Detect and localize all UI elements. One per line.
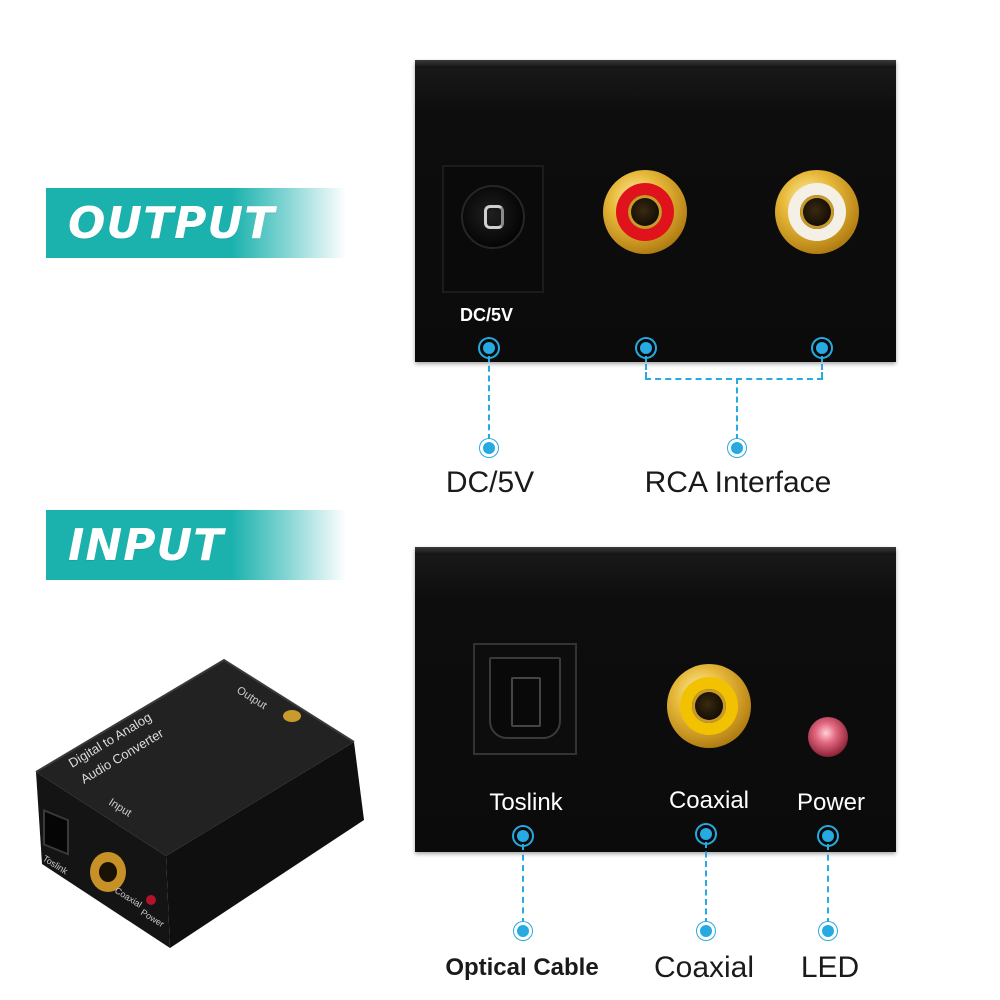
caption-led: LED (800, 951, 860, 984)
callout-line-led (827, 844, 829, 924)
callout-line-rca-center (736, 378, 738, 440)
callout-bracket-rca (645, 378, 823, 380)
panel-label-power: Power (796, 789, 866, 816)
dc-panel-label: DC/5V (460, 305, 514, 325)
output-section-title: OUTPUT (68, 197, 276, 249)
callout-dot-coaxial-bottom (697, 922, 715, 940)
callout-dot-led-top (819, 827, 837, 845)
device-power-led (146, 895, 156, 905)
callout-line-coaxial (705, 842, 707, 924)
callout-dot-led-bottom (819, 922, 837, 940)
coaxial-jack (667, 664, 751, 748)
panel-label-toslink: Toslink (489, 789, 563, 816)
caption-rca-interface: RCA Interface (644, 466, 832, 499)
rca-jack-red (603, 170, 687, 254)
rca-white-core (800, 195, 834, 229)
coaxial-insulator (680, 677, 738, 735)
rca-jack-white (775, 170, 859, 254)
rca-red-core (628, 195, 662, 229)
callout-line-rca-right (821, 356, 823, 378)
panel-top-edge (415, 60, 896, 68)
callout-dot-rca-right (813, 339, 831, 357)
callout-dot-rca-left (637, 339, 655, 357)
power-led (808, 717, 848, 757)
dc-jack-pin (484, 205, 504, 229)
toslink-dust-door (511, 677, 541, 727)
device-coaxial-core (99, 862, 117, 882)
rca-white-insulator (788, 183, 846, 241)
device-top-face (36, 660, 354, 856)
toslink-port (473, 643, 577, 755)
caption-coaxial: Coaxial (653, 951, 755, 984)
converter-device-photo: Digital to Analog Audio Converter Output… (35, 658, 364, 948)
device-toslink-port (43, 809, 69, 856)
callout-dot-coaxial-top (697, 825, 715, 843)
coaxial-core (692, 689, 726, 723)
panel-label-coaxial: Coaxial (668, 787, 750, 814)
callout-dot-toslink-top (514, 827, 532, 845)
caption-optical-cable: Optical Cable (445, 954, 599, 981)
callout-line-rca-left (645, 356, 647, 378)
device-edge-highlight (35, 658, 355, 773)
caption-dc: DC/5V (445, 466, 535, 499)
callout-dot-dc-top (480, 339, 498, 357)
callout-dot-toslink-bottom (514, 922, 532, 940)
callout-dot-dc-bottom (480, 439, 498, 457)
callout-dot-rca-bottom (728, 439, 746, 457)
input-section-title: INPUT (68, 519, 225, 571)
dc-power-jack (442, 165, 544, 293)
panel-top-edge (415, 547, 896, 555)
output-section-banner: OUTPUT (46, 188, 346, 258)
toslink-socket (489, 657, 561, 739)
input-section-banner: INPUT (46, 510, 346, 580)
rca-red-insulator (616, 183, 674, 241)
device-side-face (166, 742, 364, 948)
callout-line-dc (488, 356, 490, 440)
device-back-jack (283, 710, 301, 722)
callout-line-toslink (522, 844, 524, 924)
dc-jack-hole (461, 185, 525, 249)
